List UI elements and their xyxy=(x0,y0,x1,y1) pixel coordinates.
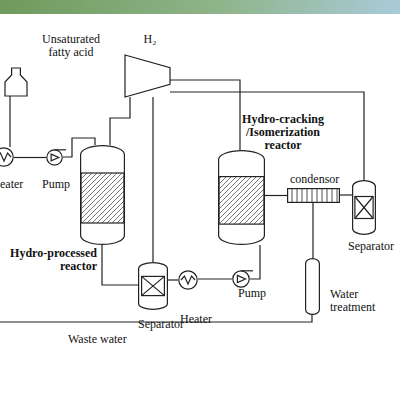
heater-circle xyxy=(0,148,13,166)
pump-symbol-outline xyxy=(46,149,63,166)
condenser-symbol: condensor xyxy=(287,188,340,203)
process-line xyxy=(170,80,240,150)
reactor-vessel: Hydro-cracking /Isomerization reactor xyxy=(218,150,265,245)
reactor-vessel-outline xyxy=(80,145,125,245)
compressor-symbol-outline xyxy=(125,55,170,97)
heater-circle xyxy=(179,271,197,289)
process-line xyxy=(265,195,287,196)
separator-vessel-outline xyxy=(138,262,168,310)
node-label: Water treatment xyxy=(330,288,385,314)
treatment-vessel: Water treatment xyxy=(305,258,320,315)
process-line xyxy=(9,96,10,147)
heater-symbol-outline xyxy=(0,147,14,167)
node-label: condensor xyxy=(290,173,350,186)
pump-outlet xyxy=(55,149,67,150)
process-line xyxy=(340,194,352,195)
packing-box xyxy=(355,197,373,219)
compressor-symbol: H₂ xyxy=(125,55,170,97)
catalyst-bed xyxy=(219,177,264,225)
separator-vessel-outline xyxy=(352,180,376,235)
pump-triangle xyxy=(51,154,59,161)
node-label: Heater xyxy=(180,313,225,326)
condenser-tubes xyxy=(292,189,337,202)
treatment-vessel-outline xyxy=(305,258,320,315)
condenser-symbol-outline xyxy=(287,188,340,203)
vessel-outline xyxy=(81,146,125,245)
pump-outlet xyxy=(241,270,253,271)
process-line xyxy=(102,245,138,285)
node-label: Pump xyxy=(238,287,278,300)
process-line xyxy=(152,97,153,262)
pump-circle xyxy=(233,271,249,287)
reactor-vessel-outline xyxy=(218,150,265,245)
process-line xyxy=(14,157,46,158)
vessel-outline xyxy=(306,259,320,315)
heater-symbol: eater xyxy=(0,147,14,167)
catalyst-bed xyxy=(81,173,124,223)
vessel-outline xyxy=(139,263,168,310)
pump-symbol: Pump xyxy=(232,270,250,288)
process-line xyxy=(198,278,232,279)
feed-tank: Unsaturated fatty acid xyxy=(5,68,27,96)
heater-symbol: Heater xyxy=(178,270,198,290)
pump-triangle xyxy=(237,275,245,282)
node-label: Hydro-processed reactor xyxy=(2,247,97,273)
packing-cross xyxy=(355,197,373,219)
feed-tank-outline xyxy=(5,68,27,96)
process-line xyxy=(110,97,130,145)
process-line xyxy=(250,245,260,279)
pump-symbol-outline xyxy=(232,270,250,288)
node-label: Unsaturated fatty acid xyxy=(38,33,104,59)
vessel-outline xyxy=(219,151,265,245)
node-label: Separator xyxy=(348,240,400,253)
photo-banner xyxy=(0,0,400,14)
node-label: eater xyxy=(0,178,40,191)
separator-vessel: Separator xyxy=(352,180,376,235)
annotation: Waste water xyxy=(68,333,127,346)
process-line xyxy=(312,203,313,258)
separator-vessel: Separator xyxy=(138,262,168,310)
node-label: Pump xyxy=(42,178,82,191)
packing-box xyxy=(142,276,165,295)
compressor-body xyxy=(125,55,170,97)
node-label: H₂ xyxy=(138,33,162,46)
pump-circle xyxy=(47,150,62,165)
heater-symbol-outline xyxy=(178,270,198,290)
pump-symbol: Pump xyxy=(46,149,63,166)
condenser-shell xyxy=(288,189,340,203)
packing-cross xyxy=(142,276,165,295)
reactor-vessel: Hydro-processed reactor xyxy=(80,145,125,245)
heater-coil xyxy=(181,276,195,284)
tank-body xyxy=(5,68,27,96)
node-label: Hydro-cracking /Isomerization reactor xyxy=(238,113,328,152)
process-line xyxy=(170,92,364,180)
process-line xyxy=(168,279,178,280)
vessel-outline xyxy=(353,181,376,235)
heater-coil xyxy=(0,153,11,161)
